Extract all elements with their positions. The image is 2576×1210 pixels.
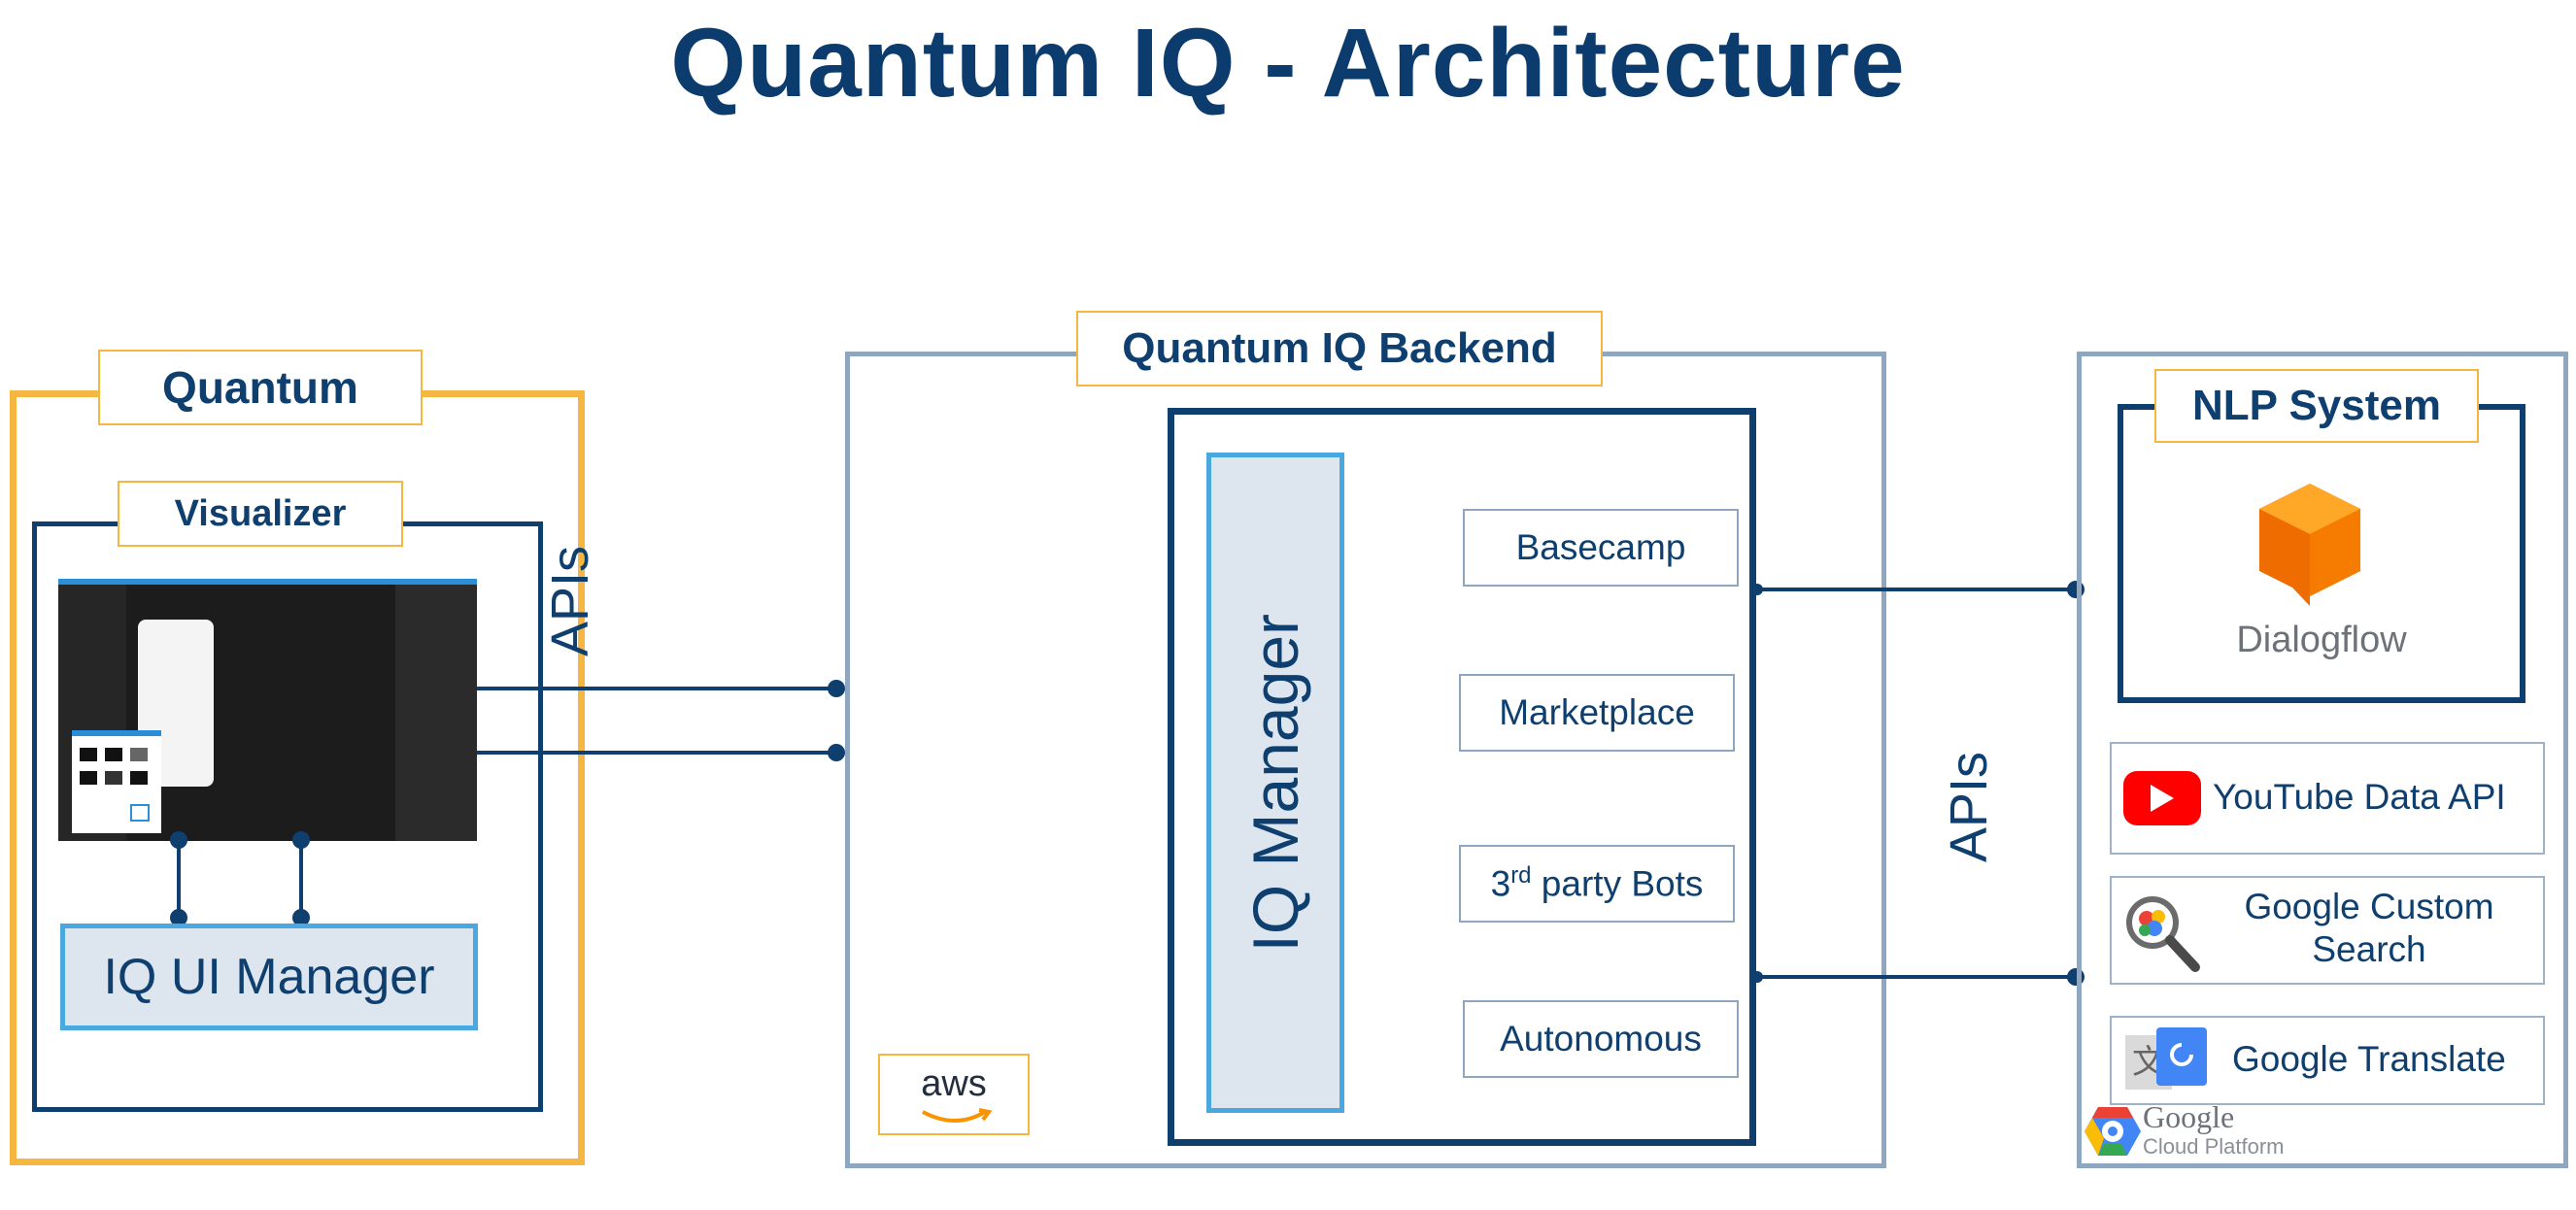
iq-manager: IQ Manager — [1206, 453, 1344, 1113]
connector-dot — [828, 680, 845, 697]
api-connector-line — [477, 751, 838, 755]
backend-inner-container — [1168, 408, 1756, 1146]
connector-vertical — [177, 837, 181, 919]
iq-manager-label: IQ Manager — [1239, 613, 1311, 953]
gcp-label-line1: Google — [2143, 1099, 2235, 1134]
gcp-label-line2: Cloud Platform — [2143, 1134, 2285, 1159]
backend-apis-label: APIs — [1940, 752, 1998, 863]
service-3rd-party-bots: 3rd party Bots — [1459, 845, 1735, 923]
aws-badge: aws — [878, 1054, 1030, 1135]
connector-dot — [1751, 584, 1763, 595]
google-custom-search: Google Custom Search — [2110, 876, 2545, 985]
play-icon — [2151, 785, 2174, 812]
service-marketplace-label: Marketplace — [1499, 692, 1695, 732]
connector-dot — [170, 831, 187, 849]
visualizer-label: Visualizer — [118, 481, 403, 547]
dialogflow-label: Dialogflow — [2236, 620, 2407, 660]
iq-ui-manager-label: IQ UI Manager — [103, 949, 435, 1005]
custom-search-line1: Google Custom — [2244, 887, 2494, 926]
screenshot-popup — [72, 730, 161, 833]
ordinal-rest: party Bots — [1531, 863, 1704, 904]
aws-label: aws — [921, 1063, 987, 1104]
nlp-system-label: NLP System — [2154, 369, 2479, 443]
aws-smile-icon — [922, 1108, 993, 1123]
visualizer-screenshot — [58, 579, 477, 841]
ordinal-suffix: rd — [1510, 862, 1532, 890]
google-translate: 文 Google Translate — [2110, 1016, 2545, 1105]
service-autonomous-label: Autonomous — [1500, 1019, 1702, 1059]
quantum-label: Quantum — [98, 350, 423, 425]
youtube-data-api: YouTube Data API — [2110, 742, 2545, 855]
quantum-apis-label: APIs — [541, 546, 599, 657]
service-basecamp: Basecamp — [1463, 509, 1739, 587]
service-3rd-party-bots-label: 3rd party Bots — [1491, 862, 1704, 904]
translate-icon: 文 — [2125, 1027, 2209, 1095]
service-autonomous: Autonomous — [1463, 1000, 1739, 1078]
ordinal-number: 3 — [1490, 863, 1511, 904]
gcp-hexagon-icon — [2085, 1107, 2141, 1156]
api-connector-line — [1754, 588, 2077, 591]
connector-dot — [292, 909, 310, 926]
iq-ui-manager: IQ UI Manager — [60, 924, 478, 1030]
magnifier-icon — [2126, 896, 2200, 972]
api-connector-line — [477, 687, 838, 690]
connector-dot — [292, 831, 310, 849]
service-marketplace: Marketplace — [1459, 674, 1735, 752]
connector-dot — [828, 744, 845, 761]
youtube-label: YouTube Data API — [2213, 777, 2506, 817]
translate-label: Google Translate — [2232, 1039, 2506, 1079]
custom-search-label: Google Custom Search — [2199, 886, 2539, 971]
screenshot-right-panel — [395, 585, 477, 841]
dialogflow-icon — [2259, 484, 2360, 606]
connector-dot — [1751, 971, 1763, 983]
page-title: Quantum IQ - Architecture — [670, 9, 1906, 118]
custom-search-line2: Search — [2312, 929, 2426, 969]
connector-dot — [170, 909, 187, 926]
service-basecamp-label: Basecamp — [1515, 527, 1686, 567]
api-connector-line — [1754, 975, 2077, 979]
backend-label: Quantum IQ Backend — [1076, 311, 1603, 387]
connector-vertical — [299, 837, 303, 919]
nlp-outer-container — [2077, 352, 2568, 1168]
youtube-play-icon — [2123, 771, 2201, 825]
